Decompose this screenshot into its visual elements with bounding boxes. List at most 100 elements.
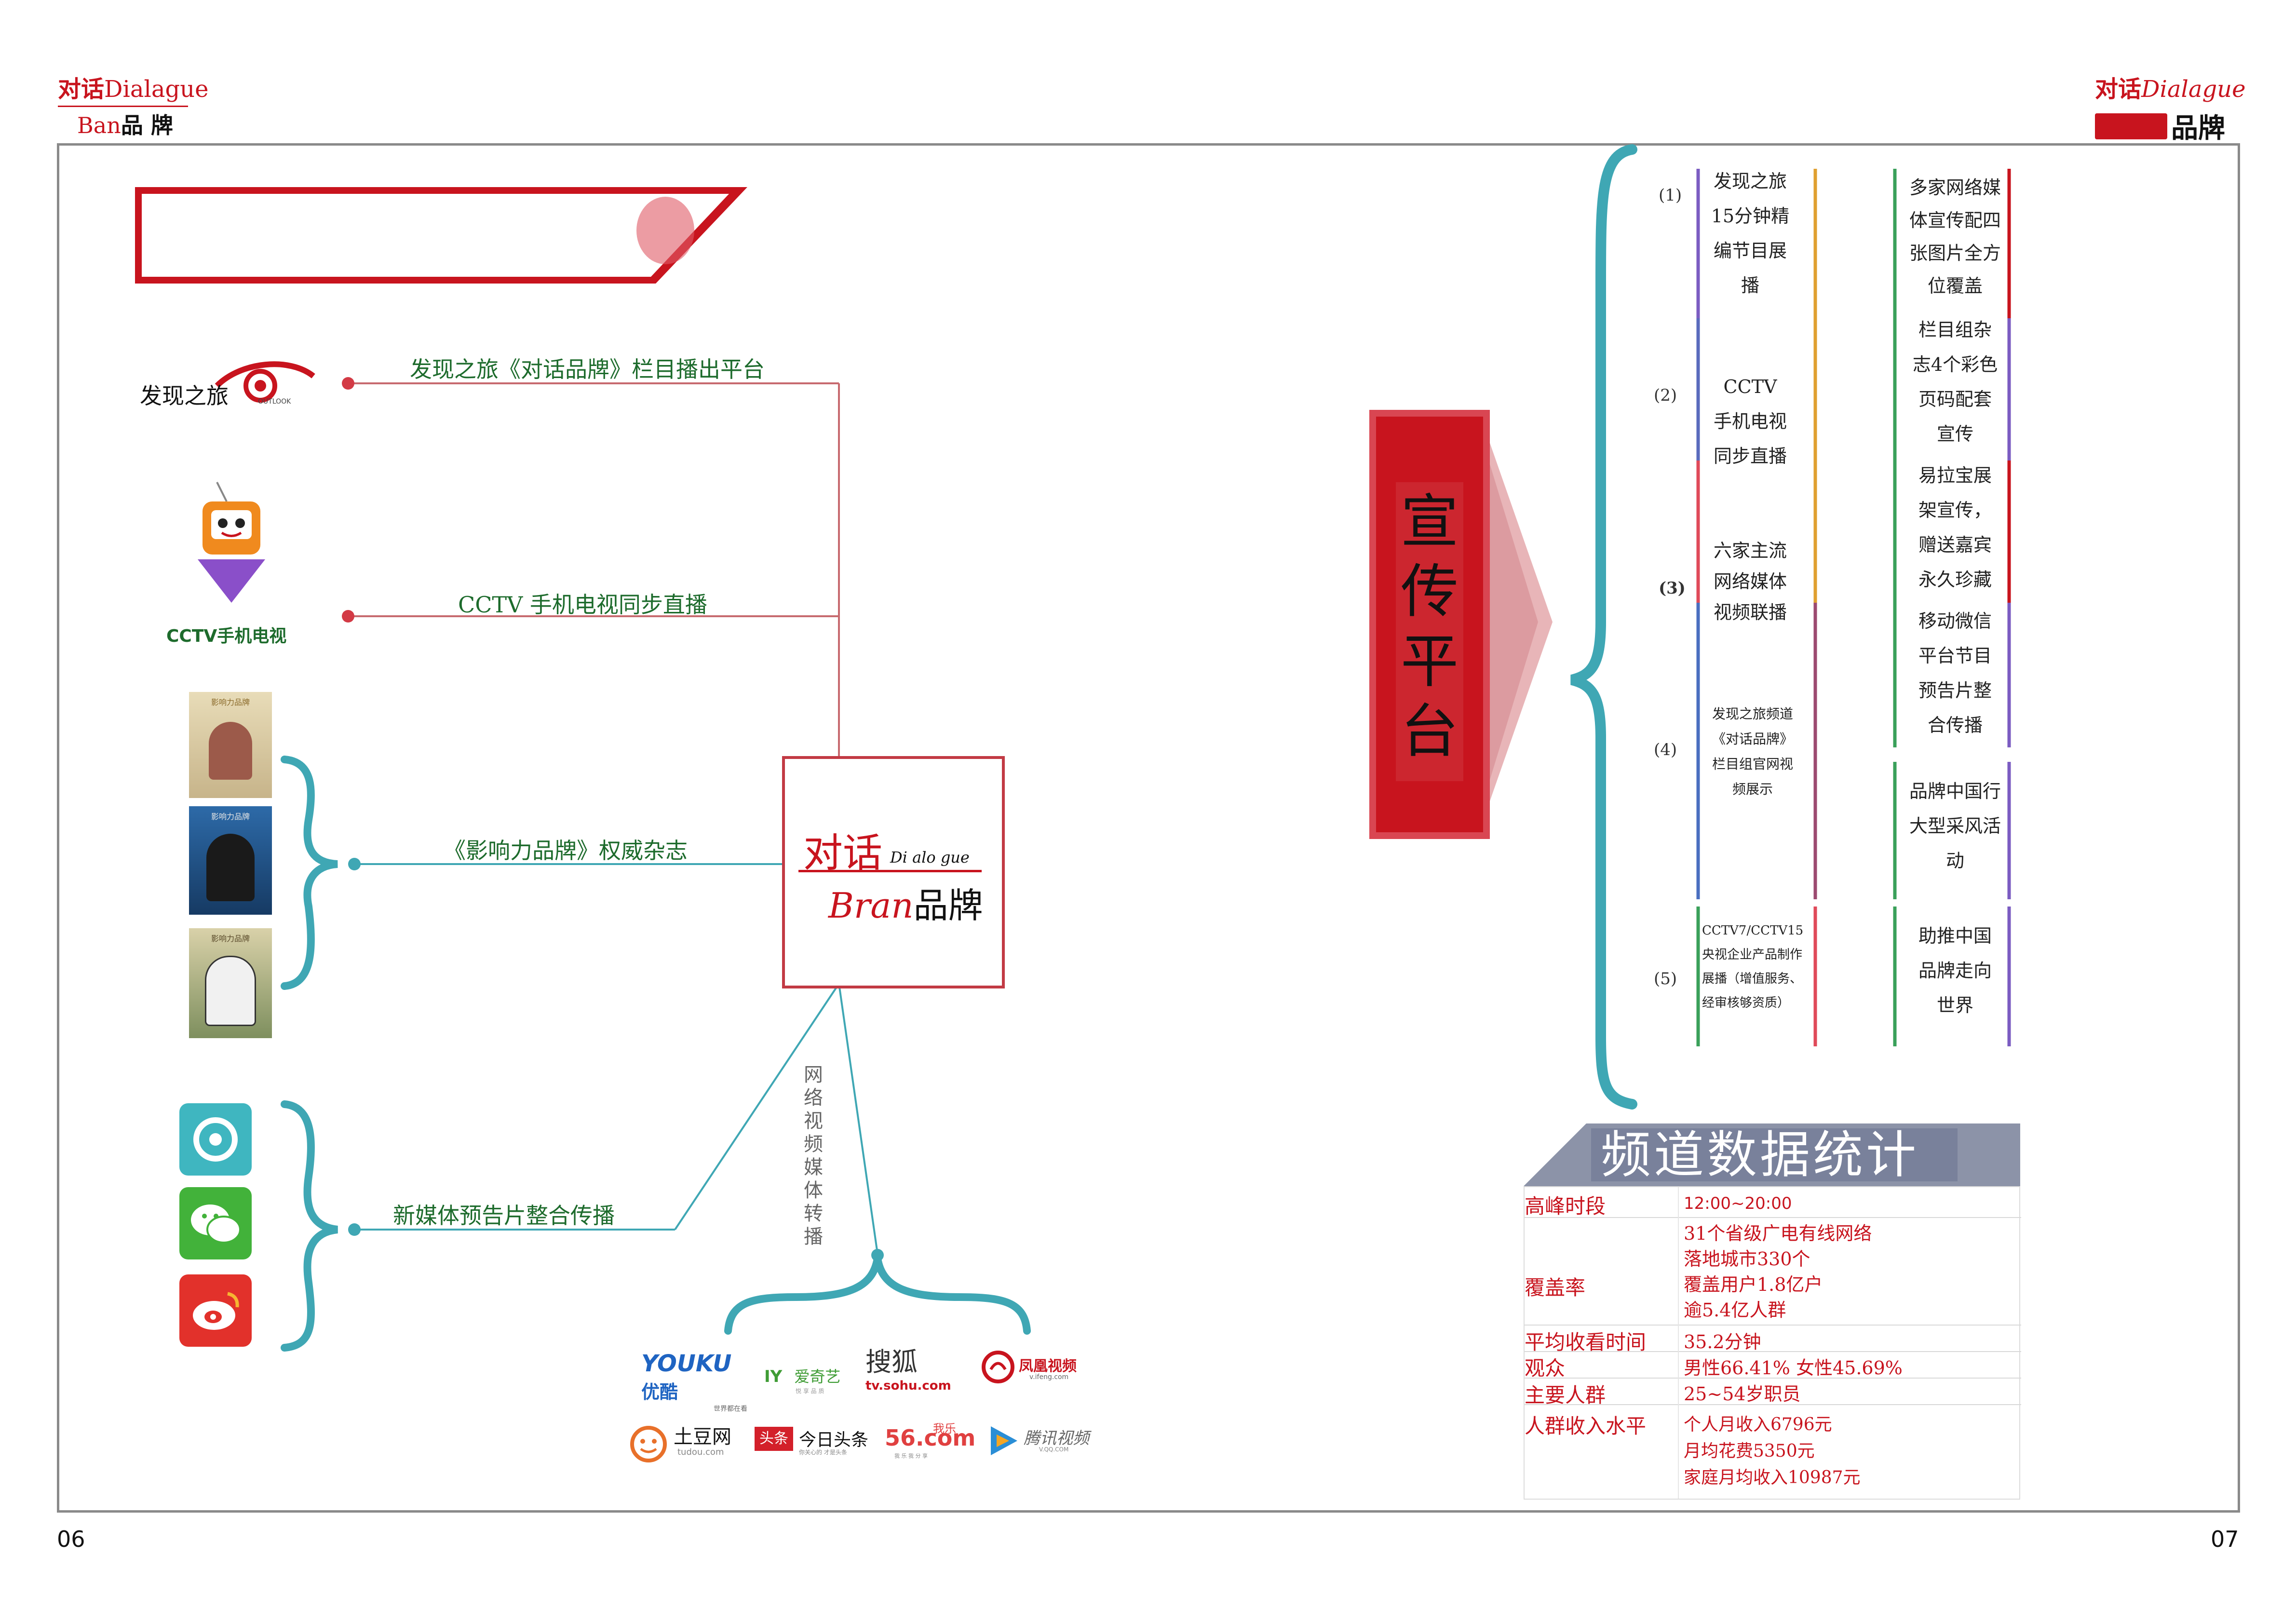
iqiyi-name: 爱奇艺 (794, 1367, 841, 1386)
site56-name: 我乐 (933, 1422, 956, 1435)
stat-label-income: 人群收入水平 (1525, 1414, 1647, 1438)
site-ifeng: 凤凰视频 v.ifeng.com (981, 1350, 1087, 1389)
row-5-mid-line: 展播（增值服务、 (1702, 972, 1803, 986)
left-logo-rule (58, 106, 188, 107)
cctv-mobile-logo: CCTV手机电视 (159, 477, 304, 651)
site-sohu: 搜狐 tv.sohu.com (865, 1340, 957, 1394)
right-item-4-line: 预告片整 (1918, 680, 1992, 701)
title-char-3: 平 (1401, 628, 1459, 695)
title-banner (135, 187, 747, 284)
title-char-1: 宣 (1401, 488, 1459, 555)
right-logo-badge (2095, 113, 2167, 139)
video-app-icon (179, 1103, 252, 1176)
center-logo-zh-bottom: 品牌 (913, 885, 983, 926)
vertical-network-label: 网络视频媒体转播 (804, 1064, 823, 1248)
right-item-3-line: 架宣传， (1918, 500, 1992, 521)
page-frame (57, 143, 2240, 1513)
discovery-logo-text: 发现之旅 (140, 383, 229, 409)
magazine-cover-3: 影响力品牌 (189, 928, 272, 1038)
right-logo-zh: 对话 (2095, 76, 2142, 103)
stats-row-line (1525, 1351, 2021, 1352)
toutiao-brand: 头条 (755, 1427, 793, 1451)
branch-label-3: 《影响力品牌》权威杂志 (444, 838, 688, 864)
right-item-6-line: 助推中国 (1918, 925, 1992, 947)
row-num-3: (3) (1659, 579, 1686, 598)
site-tudou: 土豆网 tudou.com (629, 1420, 740, 1463)
income-line: 月均花费5350元 (1684, 1441, 1815, 1461)
center-logo-en-top: Di alo gue (890, 848, 970, 866)
tudou-icon (630, 1426, 667, 1462)
center-logo-en-bottom: Bran (828, 885, 914, 926)
row-5-mid-line: 央视企业产品制作 (1702, 947, 1803, 962)
stat-label-audience: 观众 (1525, 1356, 1566, 1380)
row-2-mid: CCTV 手机电视 同步直播 (1702, 369, 1798, 474)
tv-mascot-icon (198, 482, 265, 603)
row-2-mid-line: 同步直播 (1713, 446, 1787, 467)
weibo-icon (179, 1274, 252, 1347)
coverage-line: 31个省级广电有线网络 (1684, 1223, 1872, 1244)
row-num-4: (4) (1654, 740, 1677, 759)
youku-name: 优酷 (641, 1381, 678, 1403)
tudou-sub: tudou.com (677, 1447, 724, 1457)
left-connectors (281, 382, 1031, 1352)
site-tencent: 腾讯视频 V.QQ.COM (986, 1420, 1102, 1463)
right-item-2-line: 栏目组杂 (1918, 319, 1992, 340)
right-item-2-line: 宣传 (1936, 423, 1973, 445)
right-item-5-line: 动 (1945, 850, 1964, 871)
row-5-mid: CCTV7/CCTV15 央视企业产品制作 展播（增值服务、 经审核够资质） (1702, 919, 1818, 1015)
site56-sub: 我 乐 我 分 享 (894, 1453, 928, 1459)
row-1-mid-line: 15分钟精 (1711, 205, 1790, 227)
right-item-6-line: 品牌走向 (1918, 960, 1992, 981)
magazine-cover-1: 影响力品牌 (189, 692, 272, 798)
iqiyi-brand: IY (764, 1367, 783, 1386)
row-3-mid-line: 视频联播 (1713, 602, 1787, 623)
site-toutiao: 头条 今日头条 你关心的 才是头条 (755, 1425, 875, 1463)
coverage-line: 覆盖用户1.8亿户 (1684, 1274, 1823, 1295)
site-iqiyi: IY 爱奇艺 悦 享 品 质 (764, 1365, 851, 1394)
right-item-3-line: 赠送嘉宾 (1918, 534, 1992, 555)
center-logo-zh-top: 对话 (803, 830, 883, 876)
tudou-name: 土豆网 (674, 1426, 731, 1448)
income-line: 个人月收入6796元 (1684, 1415, 1832, 1435)
row-1-mid: 发现之旅 15分钟精 编节目展 播 (1702, 164, 1798, 303)
stats-row-line (1525, 1378, 2021, 1379)
right-logo-top: 对话Dialague (2095, 70, 2245, 104)
right-logo-bottom: 品牌 (2095, 107, 2235, 146)
stat-label-coverage: 覆盖率 (1525, 1276, 1586, 1299)
right-item-3-line: 永久珍藏 (1918, 569, 1992, 590)
row-1-mid-line: 发现之旅 (1713, 171, 1787, 192)
branch-dot-5 (871, 1249, 884, 1261)
stat-label-peak: 高峰时段 (1525, 1194, 1606, 1218)
left-logo-top: 对话Dialague (58, 70, 208, 104)
sohu-name: 搜狐 (865, 1347, 918, 1377)
stat-label-watch-time: 平均收看时间 (1525, 1330, 1647, 1354)
site-youku: YOUKU 优酷 世界都在看 (641, 1350, 747, 1413)
right-logo-en: Dialague (2141, 76, 2246, 103)
row-1-mid-line: 播 (1741, 275, 1759, 296)
right-item-1-line: 位覆盖 (1927, 275, 1983, 297)
right-item-6-line: 世界 (1936, 995, 1973, 1016)
left-logo-bottom-en: Ban (77, 112, 121, 138)
row-4-mid-line: 栏目组官网视 (1712, 756, 1793, 772)
discovery-logo-sub: OUTLOOK (258, 398, 291, 406)
toutiao-name: 今日头条 (799, 1430, 869, 1450)
row-4-mid-line: 频展示 (1732, 781, 1773, 797)
right-item-2-line: 志4个彩色 (1912, 354, 1998, 375)
youku-sub: 世界都在看 (714, 1405, 747, 1413)
tencent-name: 腾讯视频 (1024, 1429, 1089, 1448)
toutiao-sub: 你关心的 才是头条 (799, 1449, 847, 1456)
platform-arrow (1485, 429, 1553, 815)
row-1-mid-line: 编节目展 (1713, 240, 1787, 261)
row-4-mid-line: 《对话品牌》 (1712, 731, 1793, 747)
ifeng-sub: v.ifeng.com (1029, 1373, 1069, 1381)
row-3-mid: 六家主流 网络媒体 视频联播 (1702, 535, 1798, 628)
stats-row-line (1525, 1325, 2021, 1326)
magazine-tag-1: 影响力品牌 (211, 698, 250, 707)
stats-table: 高峰时段 12:00~20:00 覆盖率 31个省级广电有线网络 落地城市330… (1524, 1186, 2021, 1500)
magazine-tag-3: 影响力品牌 (211, 934, 250, 943)
platform-title: 宣 传 平 台 (1369, 487, 1490, 767)
discovery-logo: 发现之旅 OUTLOOK (140, 357, 318, 410)
tencent-sub: V.QQ.COM (1039, 1446, 1069, 1453)
title-char-4: 台 (1401, 698, 1459, 765)
right-logo-bottom-zh: 品牌 (2171, 112, 2225, 144)
